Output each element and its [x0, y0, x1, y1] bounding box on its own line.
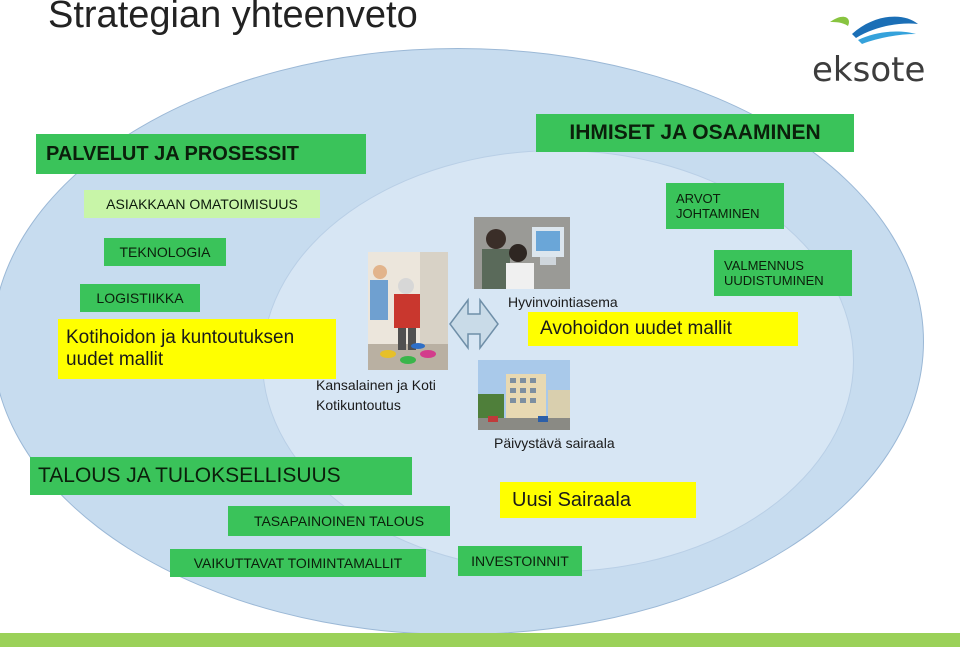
asiakkaan-label: ASIAKKAAN OMATOIMISUUS [106, 196, 298, 212]
valmennus-label-1: VALMENNUS [724, 258, 804, 273]
rehab-photo [368, 252, 448, 370]
clinic-photo [474, 217, 570, 289]
double-arrow-icon [449, 297, 499, 351]
uusi-sairaala-label: Uusi Sairaala [512, 488, 631, 511]
ihmiset-box: IHMISET JA OSAAMINEN [536, 114, 854, 152]
eksote-logo: eksote [812, 8, 932, 87]
investoinnit-box: INVESTOINNIT [458, 546, 582, 576]
vaikuttavat-label: VAIKUTTAVAT TOIMINTAMALLIT [193, 555, 403, 571]
ihmiset-label: IHMISET JA OSAAMINEN [569, 121, 821, 144]
palvelut-box: PALVELUT JA PROSESSIT [36, 134, 366, 174]
tasapainoinen-box: TASAPAINOINEN TALOUS [228, 506, 450, 536]
kotihoito-box: Kotihoidon ja kuntoutuksen uudet mallit [58, 319, 336, 379]
teknologia-box: TEKNOLOGIA [104, 238, 226, 266]
talous-box: TALOUS JA TULOKSELLISUUS [30, 457, 412, 495]
kansalainen-label-2: Kotikuntoutus [316, 397, 401, 413]
logistiikka-box: LOGISTIIKKA [80, 284, 200, 312]
talous-label: TALOUS JA TULOKSELLISUUS [38, 464, 341, 487]
avohoito-box: Avohoidon uudet mallit [528, 312, 798, 346]
bottom-bar [0, 633, 960, 647]
arvot-box: ARVOT JOHTAMINEN [666, 183, 784, 229]
investoinnit-label: INVESTOINNIT [471, 553, 569, 569]
kotihoito-label-2: uudet mallit [66, 349, 164, 370]
tasapainoinen-label: TASAPAINOINEN TALOUS [253, 513, 425, 529]
kotihoito-label-1: Kotihoidon ja kuntoutuksen [66, 327, 295, 348]
kansalainen-label-1: Kansalainen ja Koti [316, 377, 436, 393]
arvot-label-1: ARVOT [676, 191, 721, 206]
logistiikka-label: LOGISTIIKKA [96, 290, 184, 306]
hospital-photo [478, 360, 570, 430]
palvelut-label: PALVELUT JA PROSESSIT [46, 142, 299, 165]
arvot-label-2: JOHTAMINEN [676, 206, 760, 221]
valmennus-box: VALMENNUS UUDISTUMINEN [714, 250, 852, 296]
logo-icon [830, 16, 918, 44]
page-title: Strategian yhteenveto [48, 0, 418, 36]
hyvinvointiasema-label: Hyvinvointiasema [508, 294, 618, 310]
logo-text: eksote [812, 50, 926, 90]
paivystava-label: Päivystävä sairaala [494, 435, 615, 451]
valmennus-label-2: UUDISTUMINEN [724, 273, 824, 288]
teknologia-label: TEKNOLOGIA [119, 244, 211, 260]
uusi-sairaala-box: Uusi Sairaala [500, 482, 696, 518]
vaikuttavat-box: VAIKUTTAVAT TOIMINTAMALLIT [170, 549, 426, 577]
asiakkaan-box: ASIAKKAAN OMATOIMISUUS [84, 190, 320, 218]
avohoito-label: Avohoidon uudet mallit [540, 318, 732, 339]
